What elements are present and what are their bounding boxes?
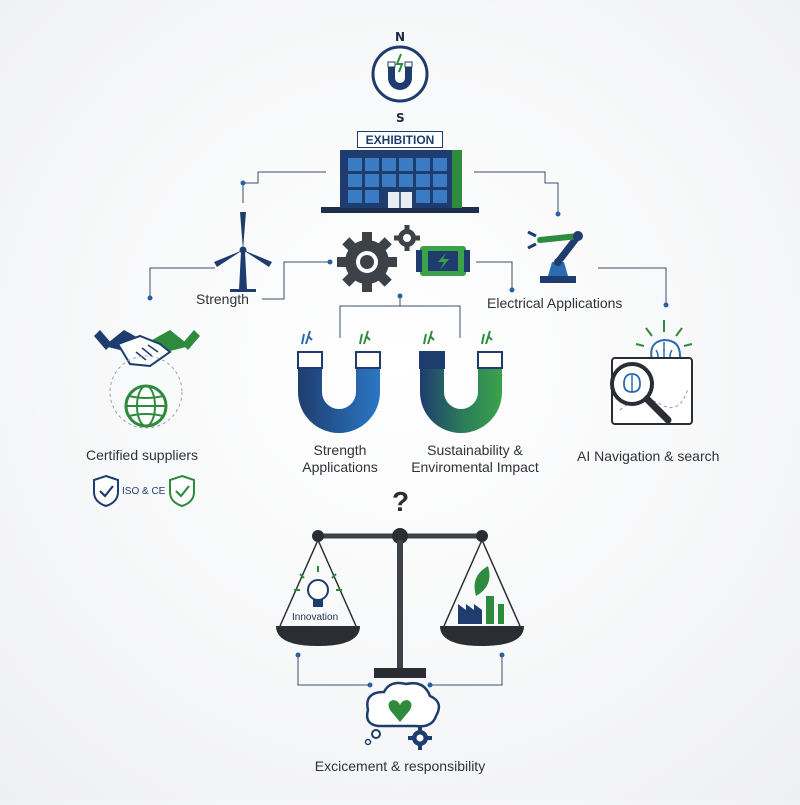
- balance-scale-icon: [276, 528, 524, 678]
- strength-label: Strength: [196, 291, 249, 307]
- spark-icons: [301, 330, 493, 345]
- exhibition-building-icon: [321, 150, 479, 213]
- magnifier-icon: [610, 362, 672, 424]
- certified-suppliers-label: Certified suppliers: [86, 447, 199, 463]
- shield-check-icon: [169, 474, 195, 508]
- shield-check-icon: [93, 474, 119, 508]
- strength-applications-line2: Applications: [302, 459, 378, 475]
- innovation-label: Innovation: [292, 612, 339, 623]
- south-label: S: [396, 111, 405, 125]
- wind-turbine-icon: [214, 212, 272, 292]
- magnet-icon: [419, 351, 503, 433]
- handshake-icon: [94, 330, 200, 368]
- leaf-factory-icon: [458, 566, 504, 624]
- sustainability-line1: Sustainability &: [427, 442, 523, 458]
- heart-cloud-icon: [364, 681, 441, 746]
- question-mark: ?: [392, 486, 410, 517]
- strength-applications-line1: Strength: [313, 442, 367, 458]
- connector-lines: [149, 171, 667, 686]
- battery-icon: [416, 246, 470, 276]
- sustainability-line2: Enviromental Impact: [411, 459, 539, 475]
- excitement-label: Excicement & responsibility: [314, 758, 486, 774]
- electrical-applications-label: Electrical Applications: [487, 295, 623, 311]
- magnet-icon: [297, 351, 381, 433]
- robot-arm-icon: [527, 230, 583, 283]
- ai-navigation-label: AI Navigation & search: [577, 448, 720, 464]
- gear-icon: [408, 726, 432, 750]
- compass-magnet-icon: [371, 45, 429, 103]
- globe-icon: [109, 355, 183, 429]
- lightbulb-icon: [294, 566, 342, 607]
- exhibition-label: EXHIBITION: [357, 131, 443, 148]
- connector-dots: [147, 180, 669, 688]
- north-label: N: [395, 30, 406, 44]
- iso-ce-badge: ISO & CE: [122, 486, 166, 497]
- gear-icon: [337, 225, 420, 292]
